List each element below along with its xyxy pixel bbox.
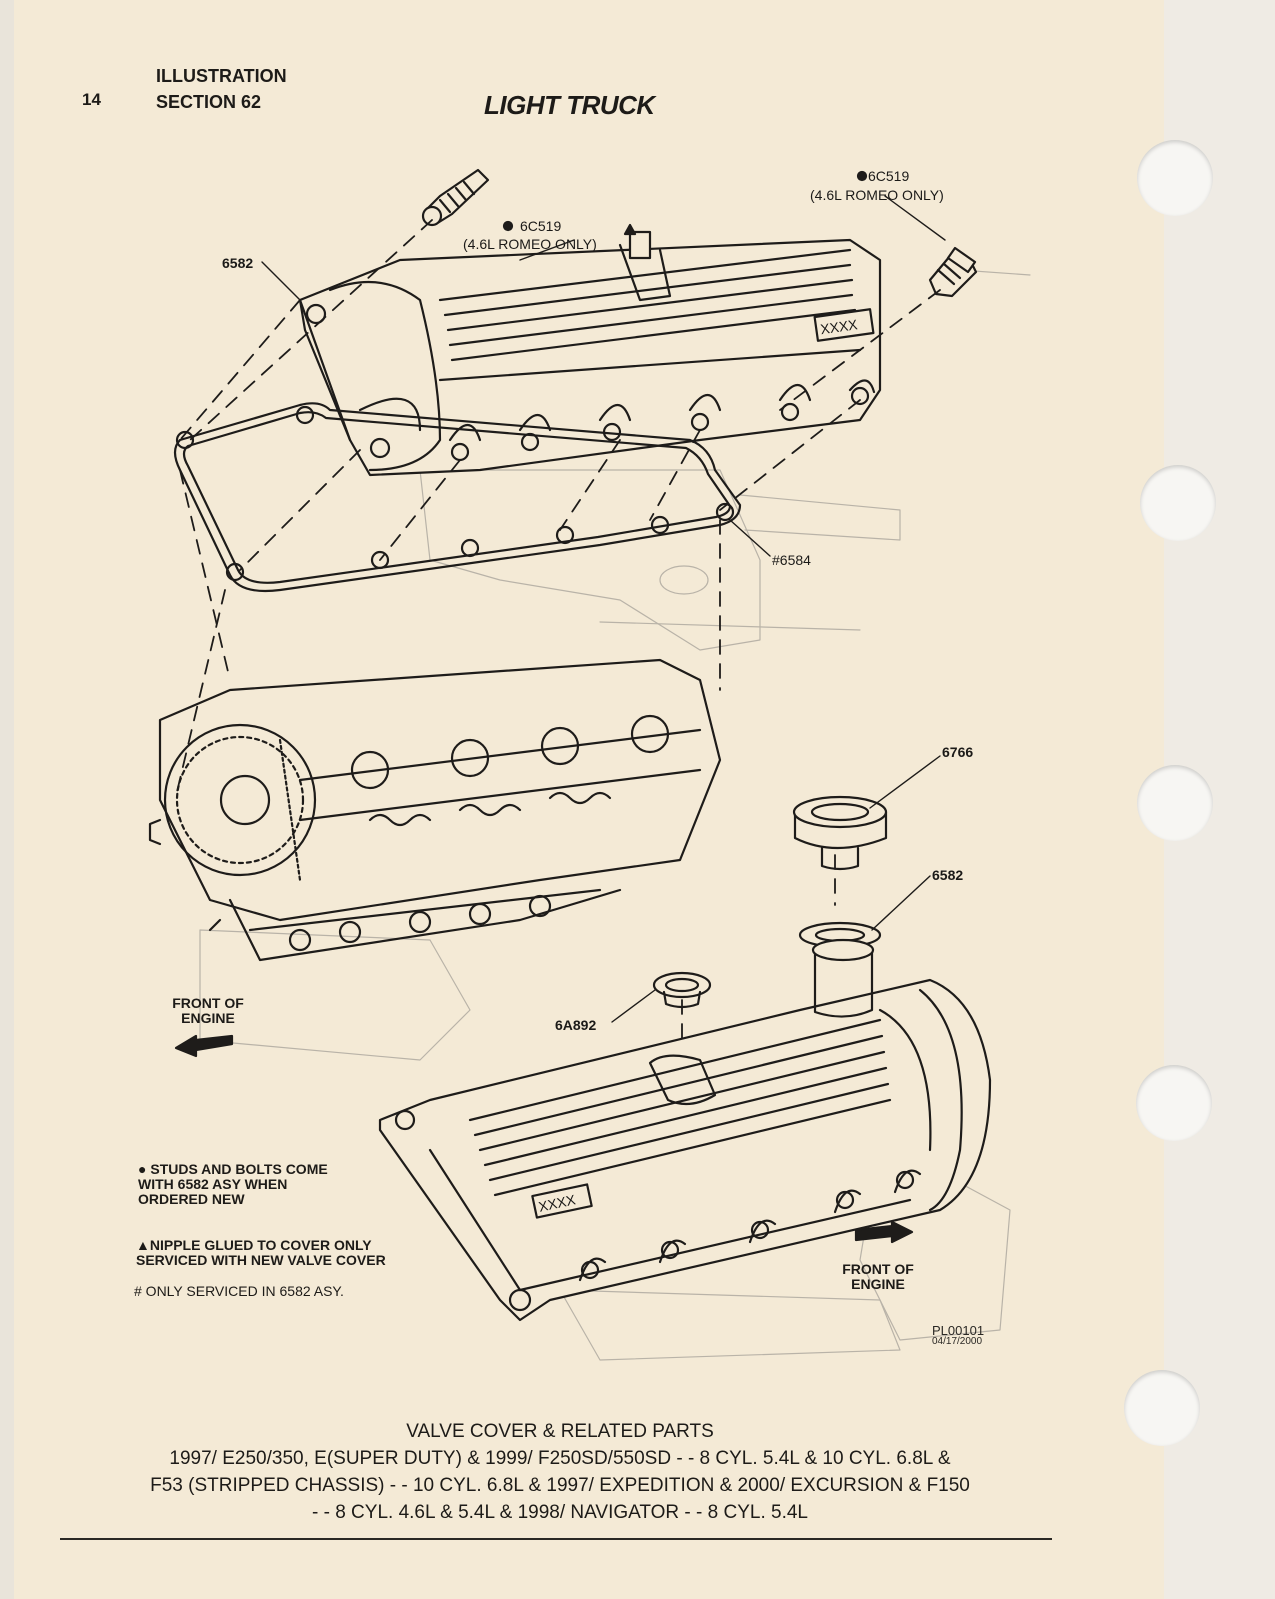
valve-cover-top — [298, 230, 882, 477]
front-of-engine-right-line1: FRONT OF — [842, 1261, 914, 1277]
oil-filler-cap-6766 — [792, 795, 888, 871]
stud-6c519-right — [928, 246, 978, 298]
bullet-icon — [856, 170, 868, 182]
header-section: SECTION 62 — [156, 92, 262, 112]
page-title: LIGHT TRUCK — [484, 90, 655, 120]
note-nipple-text: NIPPLE GLUED TO COVER ONLY SERVICED WITH… — [136, 1237, 386, 1268]
leader-lines — [261, 195, 946, 1023]
header-illustration: ILLUSTRATION — [156, 66, 287, 86]
callout-6c519-right: 6C519 — [868, 168, 909, 184]
bullet-icon: ● — [138, 1161, 151, 1177]
pcv-grommet-6a892 — [652, 971, 712, 1009]
binder-hole — [1136, 1065, 1212, 1141]
callout-6c519-left-note: (4.6L ROMEO ONLY) — [463, 236, 597, 252]
binder-hole — [1137, 765, 1213, 841]
note-studs: ● STUDS AND BOLTS COME WITH 6582 ASY WHE… — [138, 1162, 328, 1207]
figure-caption: VALVE COVER & RELATED PARTS 1997/ E250/3… — [60, 1418, 1060, 1526]
binder-hole — [1137, 140, 1213, 216]
front-of-engine-left-line2: ENGINE — [181, 1010, 235, 1026]
stud-6c519-left — [421, 168, 490, 227]
triangle-marker-icon — [623, 223, 637, 236]
caption-line-4: - - 8 CYL. 4.6L & 5.4L & 1998/ NAVIGATOR… — [312, 1502, 808, 1523]
binder-hole — [1140, 465, 1216, 541]
drawing-code-number: PL00101 — [932, 1323, 985, 1338]
callout-6c519-right-note: (4.6L ROMEO ONLY) — [810, 187, 944, 203]
cover-mark-bottom-box — [531, 1183, 593, 1219]
binder-hole — [1124, 1370, 1200, 1446]
callout-6584: #6584 — [772, 552, 811, 568]
front-of-engine-right-line2: ENGINE — [851, 1276, 905, 1292]
callout-6582-bottom: 6582 — [932, 867, 963, 883]
note-nipple: ▲NIPPLE GLUED TO COVER ONLY SERVICED WIT… — [136, 1238, 386, 1268]
callout-6766: 6766 — [942, 744, 973, 760]
front-of-engine-left: FRONT OF ENGINE — [158, 996, 258, 1026]
page-number: 14 — [82, 90, 101, 109]
caption-line-2: 1997/ E250/350, E(SUPER DUTY) & 1999/ F2… — [169, 1448, 951, 1469]
background-engine-sketch — [199, 269, 1031, 1361]
note-only-serviced: # ONLY SERVICED IN 6582 ASY. — [134, 1283, 344, 1299]
caption-line-1: VALVE COVER & RELATED PARTS — [406, 1421, 714, 1442]
valve-cover-bottom — [378, 938, 992, 1322]
callout-6582-top: 6582 — [222, 255, 253, 271]
bottom-rule — [60, 1538, 1052, 1540]
bullet-icon — [502, 220, 514, 232]
drawing-code-date: 04/17/2000 — [932, 1336, 983, 1347]
triangle-marker-icon: ▲ — [136, 1237, 150, 1253]
cylinder-head-assembly — [148, 658, 722, 962]
note-studs-text: STUDS AND BOLTS COME WITH 6582 ASY WHEN … — [138, 1161, 328, 1207]
caption-line-3: F53 (STRIPPED CHASSIS) - - 10 CYL. 6.8L … — [150, 1475, 970, 1496]
cover-mark-top: XXXX — [819, 316, 859, 337]
front-arrow-right-icon — [854, 1220, 914, 1244]
cover-mark-top-box — [813, 308, 875, 342]
callout-6c519-left: 6C519 — [520, 218, 561, 234]
front-of-engine-left-line1: FRONT OF — [172, 995, 244, 1011]
cover-mark-bottom: XXXX — [537, 1191, 578, 1215]
alignment-lines — [174, 219, 941, 1061]
front-of-engine-right: FRONT OF ENGINE — [828, 1262, 928, 1292]
callout-6a892: 6A892 — [555, 1017, 596, 1033]
front-arrow-left-icon — [174, 1034, 234, 1058]
drawing-code: PL00101 04/17/2000 — [932, 1323, 985, 1347]
